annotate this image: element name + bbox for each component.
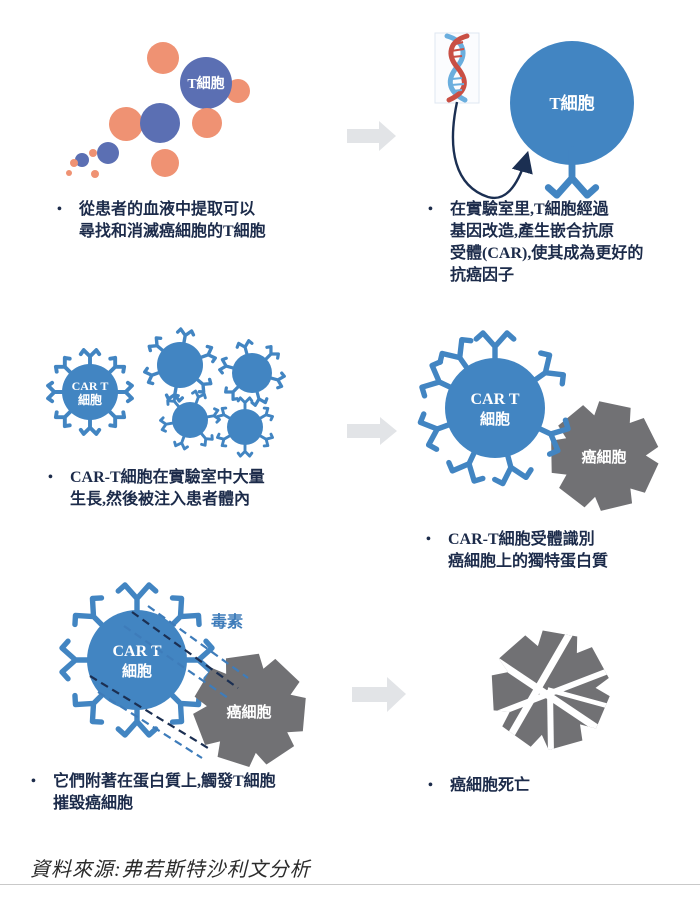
bullet-dot: • bbox=[31, 774, 36, 789]
car-t-cell bbox=[445, 358, 545, 458]
car-t-label: 細胞 bbox=[122, 662, 152, 680]
step4-caption: • CAR-T細胞受體識別 癌細胞上的獨特蛋白質 bbox=[426, 529, 608, 573]
bullet-dot: • bbox=[428, 778, 433, 793]
caption-line: 基因改造,產生嵌合抗原 bbox=[450, 223, 615, 240]
bullet-dot: • bbox=[428, 202, 433, 217]
blood-cell bbox=[147, 42, 179, 74]
blood-cell bbox=[66, 170, 72, 176]
car-t-cell bbox=[172, 402, 208, 438]
caption-line: 從患者的血液中提取可以 bbox=[79, 201, 256, 218]
car-receptor-icon bbox=[236, 396, 254, 412]
blood-cell bbox=[70, 159, 78, 167]
caption-line: CAR-T細胞受體識別 bbox=[448, 531, 595, 548]
t-cell-circle bbox=[140, 103, 180, 143]
car-t-cell bbox=[227, 409, 263, 445]
t-cell-body bbox=[510, 41, 634, 165]
t-cell-label: T細胞 bbox=[549, 93, 594, 113]
toxin-dashed-line bbox=[89, 675, 209, 749]
right-arrow-icon bbox=[347, 417, 397, 445]
toxin-lines bbox=[89, 605, 249, 759]
caption-line: 受體(CAR),使其成為更好的 bbox=[450, 245, 644, 262]
toxin-dashed-line bbox=[123, 625, 229, 699]
caption-line: 抗癌因子 bbox=[450, 267, 515, 284]
caption-line: 它們附著在蛋白質上,觸發T細胞 bbox=[53, 773, 276, 790]
cancer-cell-label: 癌細胞 bbox=[581, 448, 626, 466]
blood-cell bbox=[226, 79, 250, 103]
bullet-dot: • bbox=[57, 202, 62, 217]
car-t-cell bbox=[62, 364, 118, 420]
toxin-dashed-line bbox=[97, 691, 203, 759]
car-t-cell bbox=[157, 342, 203, 388]
crack-lines bbox=[485, 628, 616, 754]
blood-cell bbox=[109, 107, 143, 141]
t-cell-label: T細胞 bbox=[187, 75, 224, 92]
caption-line: 癌細胞上的獨特蛋白質 bbox=[448, 553, 609, 570]
bottom-rule bbox=[0, 884, 700, 885]
car-t-cell bbox=[232, 353, 272, 393]
car-t-label: CAR T bbox=[112, 643, 161, 660]
blood-cell-cluster: T細胞 bbox=[66, 42, 250, 178]
t-cell-circle bbox=[75, 153, 89, 167]
gene-editing-arrow bbox=[451, 101, 533, 200]
t-cell-circle bbox=[97, 142, 119, 164]
bullet-dot: • bbox=[48, 470, 53, 485]
caption-line: 癌細胞死亡 bbox=[450, 777, 531, 794]
car-t-label: CAR T bbox=[72, 379, 109, 393]
step5-caption: • 它們附著在蛋白質上,觸發T細胞 摧毀癌細胞 bbox=[31, 771, 276, 815]
step6-caption: • 癌細胞死亡 bbox=[428, 775, 530, 797]
caption-line: 摧毀癌細胞 bbox=[53, 795, 134, 812]
toxin-dashed-line bbox=[147, 605, 249, 679]
car-t-cell-group: CAR T 細胞 bbox=[46, 326, 287, 458]
bullet-dot: • bbox=[426, 532, 431, 547]
car-t-cell bbox=[87, 610, 187, 710]
caption-line: 尋找和消滅癌細胞的T細胞 bbox=[79, 223, 266, 240]
right-arrow-icon bbox=[352, 677, 406, 712]
caption-line: CAR-T細胞在實驗室中大量 bbox=[70, 469, 265, 486]
engineered-t-cell: T細胞 bbox=[510, 41, 634, 195]
car-t-label: CAR T bbox=[470, 391, 519, 408]
step1-caption: • 從患者的血液中提取可以 尋找和消滅癌細胞的T細胞 bbox=[57, 199, 266, 243]
caption-line: 生長,然後被注入患者體內 bbox=[70, 491, 251, 508]
t-cell-circle bbox=[180, 57, 232, 109]
car-t-label: 細胞 bbox=[480, 410, 510, 428]
blood-cell bbox=[91, 170, 99, 178]
toxin-label: 毒素 bbox=[211, 612, 243, 631]
caption-line: 在實驗室里,T細胞經過 bbox=[450, 201, 609, 218]
right-arrow-icon bbox=[347, 121, 396, 151]
blood-cell bbox=[151, 149, 179, 177]
source-note: 資料來源:弗若斯特沙利文分析 bbox=[30, 859, 311, 881]
step3-caption: • CAR-T細胞在實驗室中大量 生長,然後被注入患者體內 bbox=[48, 467, 265, 511]
blood-cell bbox=[89, 149, 97, 157]
blood-cell bbox=[192, 108, 222, 138]
cancer-cell-label: 癌細胞 bbox=[226, 703, 271, 721]
car-receptor-icon bbox=[236, 442, 254, 458]
toxin-dashed-line bbox=[131, 611, 239, 689]
recognition-scene: CAR T 細胞 癌細胞 bbox=[418, 333, 669, 521]
dead-cancer-cell bbox=[480, 623, 619, 759]
car-t-label: 細胞 bbox=[78, 392, 102, 407]
dna-icon bbox=[434, 32, 480, 104]
step2-caption: • 在實驗室里,T細胞經過 基因改造,產生嵌合抗原 受體(CAR),使其成為更好… bbox=[428, 199, 643, 287]
attack-scene: CAR T 細胞 癌細胞 毒素 bbox=[62, 585, 315, 774]
